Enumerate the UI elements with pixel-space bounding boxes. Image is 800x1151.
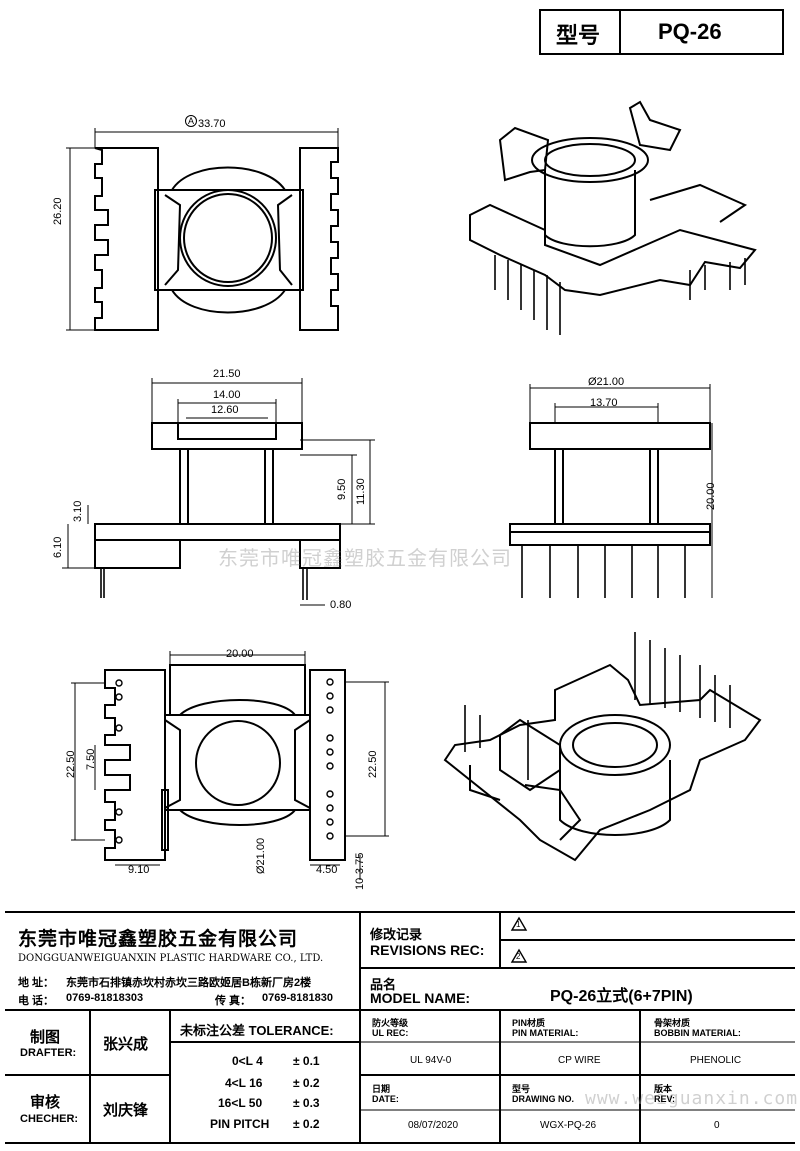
date-label-cn: 日期 xyxy=(372,1084,391,1094)
tolerance-range: PIN PITCH xyxy=(210,1117,270,1131)
rev-label-cn: 版本 xyxy=(654,1084,673,1094)
pin-value: CP WIRE xyxy=(558,1055,601,1066)
dim-bottom-left-h: 22.50 xyxy=(65,750,77,778)
revisions-label-en: REVISIONS REC: xyxy=(370,942,485,958)
dim-label: A xyxy=(185,115,197,127)
company-fax-label: 传 真： xyxy=(215,995,252,1007)
side-view xyxy=(509,422,711,546)
drawing-no-value: WGX-PQ-26 xyxy=(540,1120,597,1131)
tolerance-value: ± 0.3 xyxy=(293,1096,320,1110)
model-label: 型号 xyxy=(556,23,601,48)
model-name-label-en: MODEL NAME: xyxy=(370,990,471,1006)
ul-value: UL 94V-0 xyxy=(410,1055,452,1066)
dim-front-h2: 11.30 xyxy=(355,478,367,505)
tolerance-value: ± 0.2 xyxy=(293,1117,320,1131)
dim-top-width: 33.70 xyxy=(198,118,226,130)
tolerance-range: 4<L 16 xyxy=(225,1076,263,1090)
dim-front-width: 21.50 xyxy=(213,368,241,380)
bottom-view xyxy=(104,664,346,861)
bobbin-label-cn: 骨架材质 xyxy=(654,1018,691,1028)
dim-pin-dia: 0.80 xyxy=(330,599,352,611)
dim-front-e: 12.60 xyxy=(211,404,239,416)
dim-side-dia: Ø21.00 xyxy=(588,376,625,388)
dim-bottom-left-pitch: 7.50 xyxy=(85,748,97,770)
model-name-value: PQ-26立式(6+7PIN) xyxy=(550,988,693,1005)
checker-label-en: CHECHER: xyxy=(20,1113,79,1125)
pin-label-en: PIN MATERIAL: xyxy=(512,1028,579,1038)
iso-view-bottom xyxy=(443,663,762,862)
front-view xyxy=(94,422,341,569)
dim-side-inner: 13.70 xyxy=(590,397,618,409)
drafter-label-en: DRAFTER: xyxy=(20,1047,77,1059)
date-label-en: DATE: xyxy=(372,1094,399,1104)
company-name-en: DONGGUANWEIGUANXIN PLASTIC HARDWARE CO.,… xyxy=(18,953,324,964)
rev-value: 0 xyxy=(714,1120,720,1131)
tolerance-title: 未标注公差 TOLERANCE: xyxy=(180,1023,334,1038)
top-view xyxy=(94,147,339,331)
ul-label-en: UL REC: xyxy=(372,1028,409,1038)
bobbin-label-en: BOBBIN MATERIAL: xyxy=(654,1028,741,1038)
dim-front-h1: 9.50 xyxy=(336,478,348,500)
rev-label-en: REV: xyxy=(654,1094,676,1104)
pin-label-cn: PIN材质 xyxy=(512,1018,546,1028)
dim-bottom-right-h: 22.50 xyxy=(367,750,379,778)
iso-view-top xyxy=(469,100,757,297)
checker-label-cn: 审核 xyxy=(30,1094,61,1111)
dim-bottom-dia: Ø21.00 xyxy=(255,837,267,874)
checker-name: 刘庆锋 xyxy=(103,1102,149,1119)
bobbin-value: PHENOLIC xyxy=(690,1055,742,1066)
tolerance-range: 0<L 4 xyxy=(232,1054,263,1068)
tolerance-value: ± 0.2 xyxy=(293,1076,320,1090)
watermark-bottom: www.weiguanxin.com xyxy=(585,1088,799,1109)
model-value: PQ-26 xyxy=(658,19,722,44)
model-name-label-cn: 品名 xyxy=(370,977,397,992)
company-tel: 0769-81818303 xyxy=(66,992,144,1004)
dim-front-g: 6.10 xyxy=(52,536,64,558)
ul-label-cn: 防火等级 xyxy=(372,1018,409,1028)
tolerance-value: ± 0.1 xyxy=(293,1054,320,1068)
dim-side-height: 20.00 xyxy=(705,482,717,510)
dim-bottom-left-w: 9.10 xyxy=(128,864,150,876)
drafter-name: 张兴成 xyxy=(103,1036,149,1053)
revision-2: 2 xyxy=(516,952,521,961)
dim-top-height: 26.20 xyxy=(52,197,64,225)
company-name-cn: 东莞市唯冠鑫塑胶五金有限公司 xyxy=(18,929,299,950)
revision-1: 1 xyxy=(516,920,521,929)
dim-front-d: 14.00 xyxy=(213,389,241,401)
drafter-label-cn: 制图 xyxy=(30,1029,61,1046)
dim-front-f: 3.10 xyxy=(72,500,84,522)
dim-bottom-pitch-range: 10-3.75 xyxy=(354,852,366,890)
drawing-no-label-cn: 型号 xyxy=(512,1084,531,1094)
title-block-grid xyxy=(5,911,795,1144)
tolerance-range: 16<L 50 xyxy=(218,1096,263,1110)
company-fax: 0769-8181830 xyxy=(262,992,333,1004)
drawing-no-label-en: DRAWING NO. xyxy=(512,1094,574,1104)
company-addr-label: 地 址： xyxy=(18,977,55,989)
watermark-center: 东莞市唯冠鑫塑胶五金有限公司 xyxy=(218,548,512,570)
dim-bottom-right-w: 4.50 xyxy=(316,864,338,876)
dim-bottom-width: 20.00 xyxy=(226,648,254,660)
date-value: 08/07/2020 xyxy=(408,1120,459,1131)
company-tel-label: 电 话： xyxy=(18,995,55,1007)
company-addr: 东莞市石排镇赤坎村赤坎三路欧姬居B栋新厂房2楼 xyxy=(66,977,312,989)
revisions-label-cn: 修改记录 xyxy=(370,927,423,942)
